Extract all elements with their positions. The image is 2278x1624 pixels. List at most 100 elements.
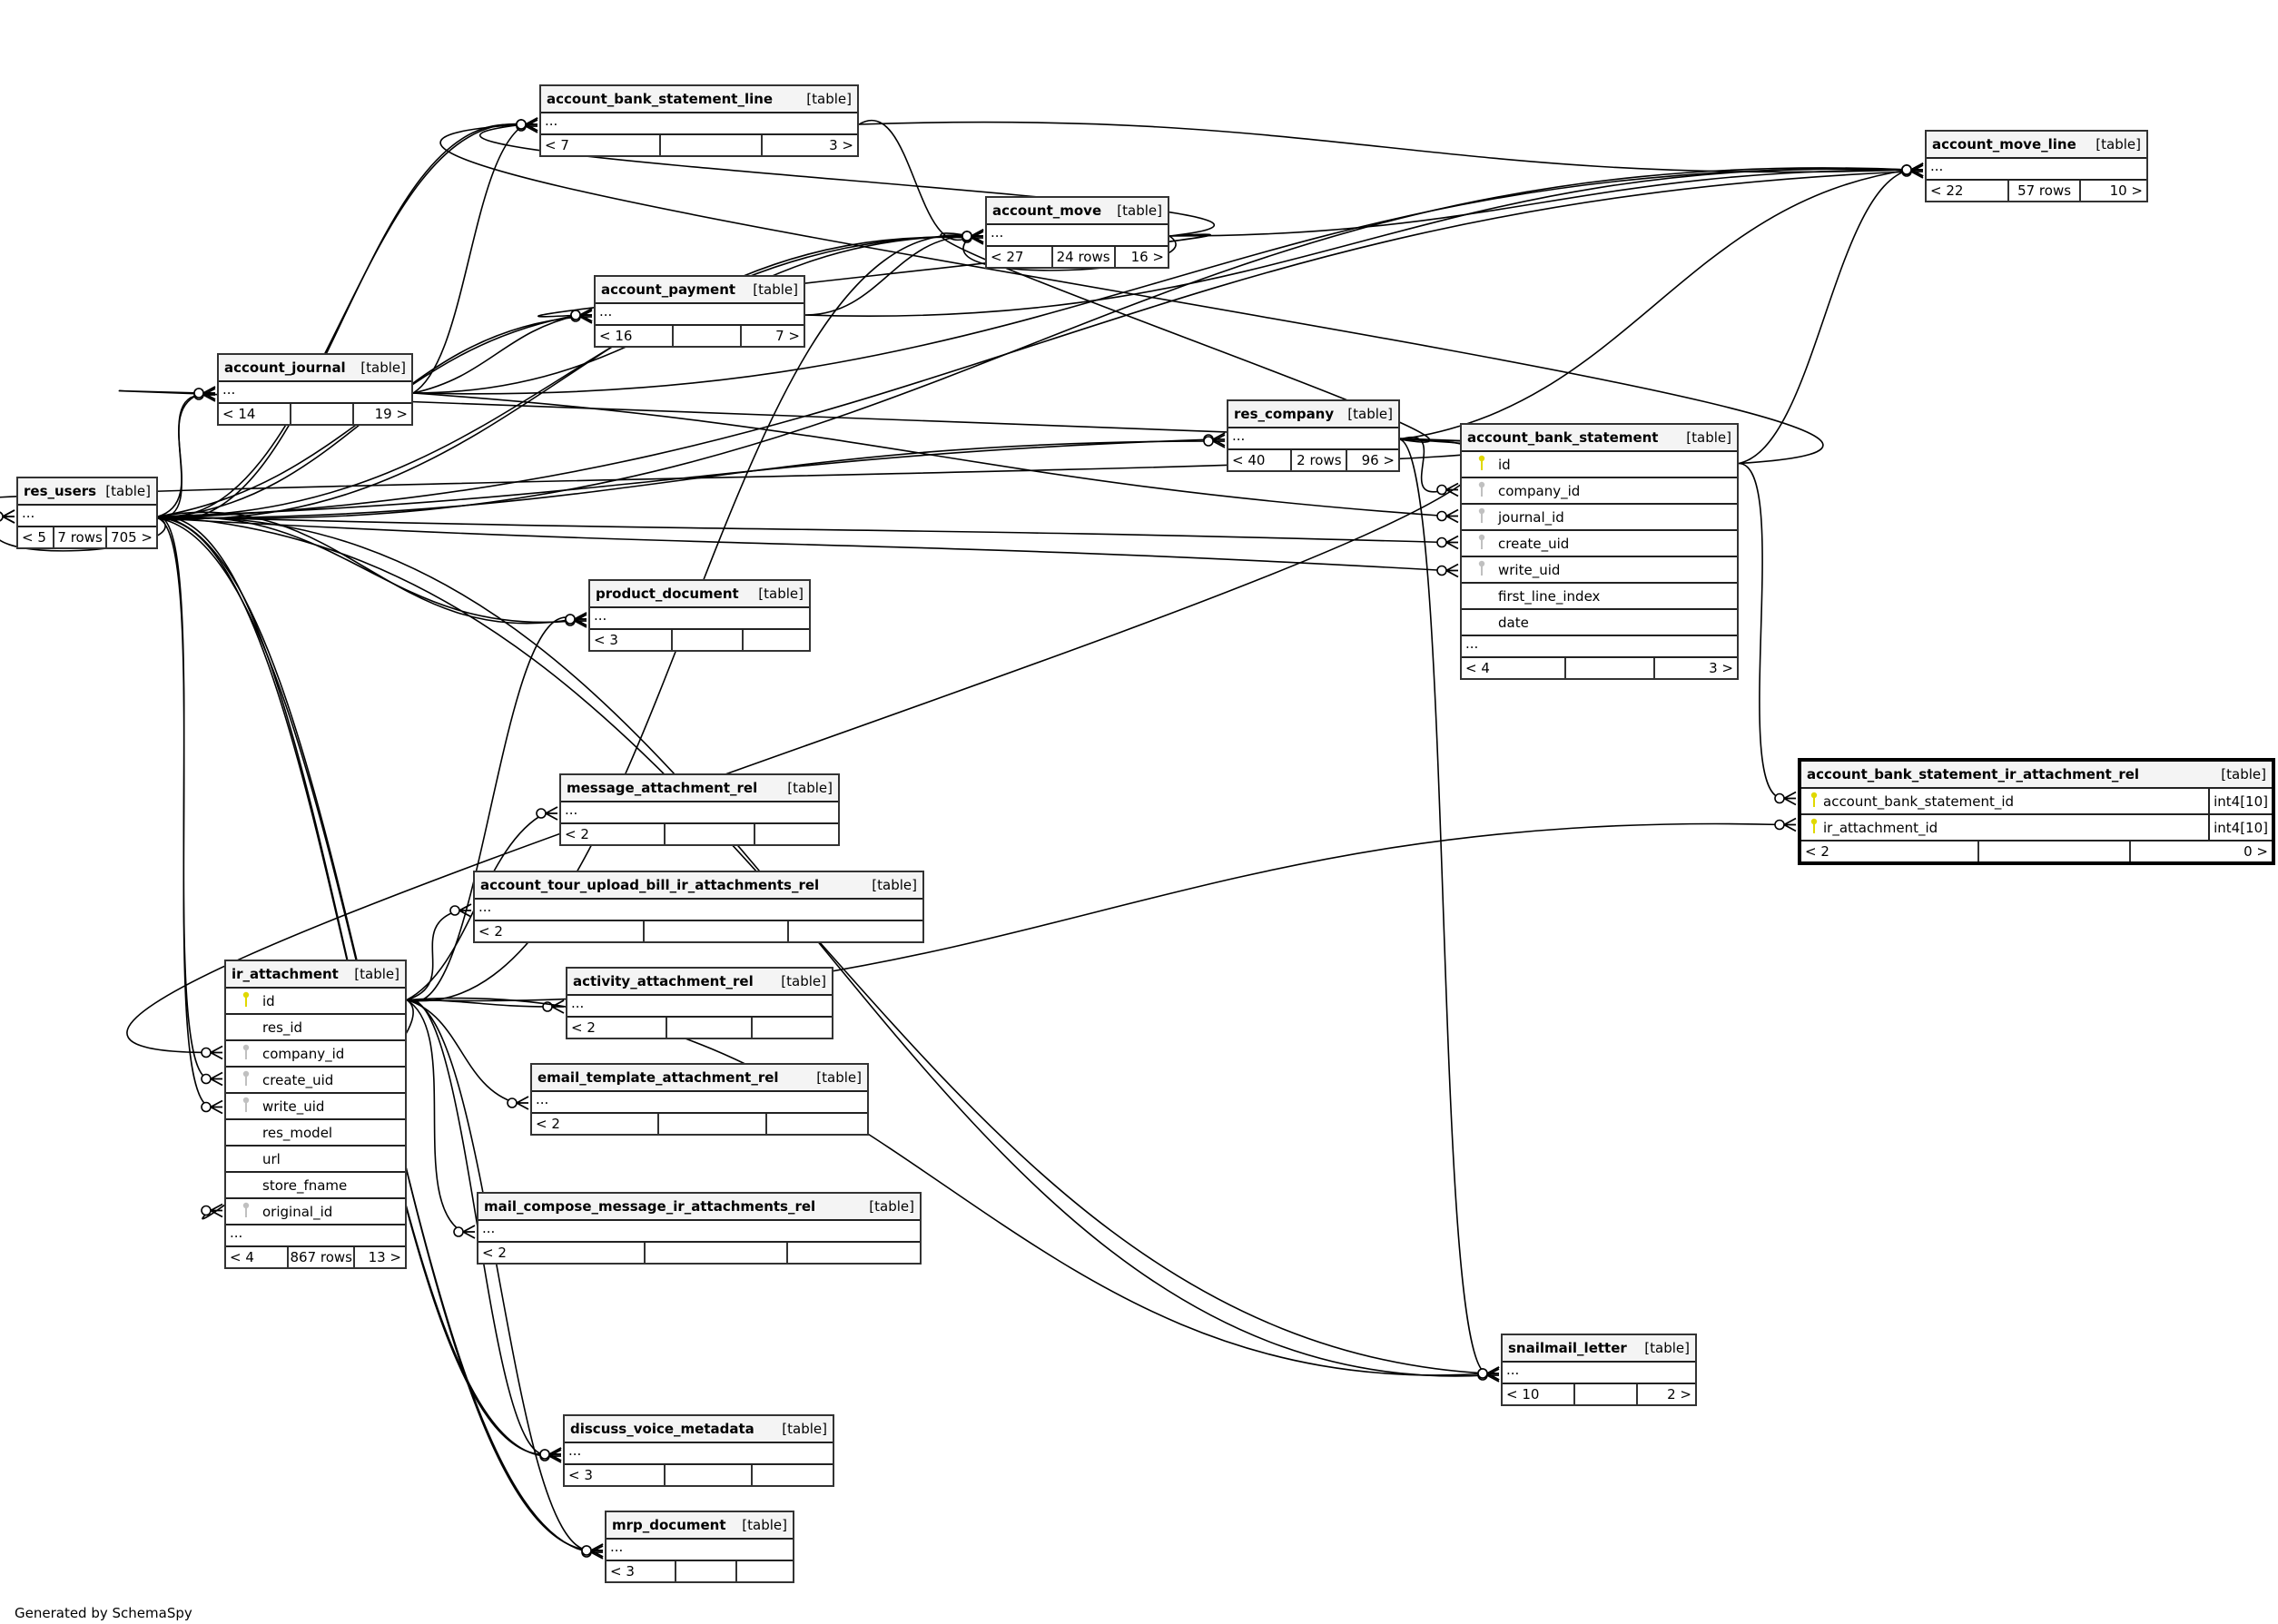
column-name[interactable]: id [262, 992, 275, 1009]
child-count-link[interactable]: 2 > [1635, 1384, 1695, 1404]
parent-count-link[interactable]: < 4 [1465, 660, 1490, 676]
column-row[interactable]: original_id [226, 1199, 405, 1225]
table-header[interactable]: res_company[table] [1228, 401, 1398, 428]
table-header[interactable]: snailmail_letter[table] [1503, 1335, 1695, 1363]
child-count-link[interactable] [751, 1018, 832, 1038]
table-name[interactable]: account_tour_upload_bill_ir_attachments_… [480, 877, 820, 893]
table-message-attachment-rel[interactable]: message_attachment_rel[table]...< 2 [559, 773, 840, 846]
column-row[interactable]: create_uid [226, 1068, 405, 1094]
table-name[interactable]: product_document [596, 586, 739, 602]
table-activity-attachment-rel[interactable]: activity_attachment_rel[table]...< 2 [566, 967, 833, 1039]
column-row[interactable]: res_id [226, 1015, 405, 1041]
child-count-link[interactable]: 3 > [761, 135, 857, 155]
column-row[interactable]: res_model [226, 1120, 405, 1147]
parent-count-link[interactable]: < 27 [991, 249, 1024, 265]
table-name[interactable]: message_attachment_rel [567, 780, 758, 796]
table-header[interactable]: account_move_line[table] [1927, 132, 2146, 159]
column-name[interactable]: ir_attachment_id [1823, 819, 1938, 836]
child-count-link[interactable]: 3 > [1652, 658, 1738, 678]
parent-count-link[interactable]: < 2 [478, 923, 503, 940]
table-name[interactable]: snailmail_letter [1508, 1340, 1627, 1356]
table-name[interactable]: activity_attachment_rel [573, 973, 754, 989]
parent-count-link[interactable]: < 14 [222, 406, 256, 422]
child-count-link[interactable]: 10 > [2078, 181, 2146, 201]
table-account-bank-statement-ir-attachment-rel[interactable]: account_bank_statement_ir_attachment_rel… [1798, 758, 2275, 865]
child-count-link[interactable]: 705 > [105, 527, 156, 547]
column-name[interactable]: write_uid [262, 1097, 325, 1115]
column-row[interactable]: company_id [1462, 478, 1737, 505]
parent-count-link[interactable]: < 3 [594, 632, 618, 648]
table-header[interactable]: account_bank_statement_line[table] [541, 86, 857, 113]
table-header[interactable]: mail_compose_message_ir_attachments_rel[… [478, 1194, 920, 1221]
column-name[interactable]: id [1498, 456, 1511, 473]
column-row[interactable]: first_line_index [1462, 584, 1737, 610]
table-name[interactable]: account_move [992, 202, 1102, 219]
parent-count-link[interactable]: < 10 [1506, 1386, 1540, 1403]
column-name[interactable]: create_uid [262, 1071, 334, 1088]
column-name[interactable]: write_uid [1498, 561, 1561, 578]
table-name[interactable]: discuss_voice_metadata [570, 1421, 754, 1437]
table-header[interactable]: message_attachment_rel[table] [561, 775, 838, 802]
child-count-link[interactable] [742, 630, 809, 650]
table-discuss-voice-metadata[interactable]: discuss_voice_metadata[table]...< 3 [563, 1414, 834, 1487]
child-count-link[interactable] [753, 824, 838, 844]
column-row[interactable]: write_uid [226, 1094, 405, 1120]
column-name[interactable]: res_model [262, 1124, 333, 1141]
column-row[interactable]: store_fname [226, 1173, 405, 1199]
column-name[interactable]: company_id [1498, 482, 1581, 499]
column-row[interactable]: date [1462, 610, 1737, 636]
parent-count-link[interactable]: < 4 [230, 1249, 254, 1265]
table-product-document[interactable]: product_document[table]...< 3 [588, 579, 811, 652]
child-count-link[interactable]: 0 > [2129, 842, 2272, 861]
column-name[interactable]: first_line_index [1498, 587, 1601, 605]
column-row[interactable]: create_uid [1462, 531, 1737, 557]
parent-count-link[interactable]: < 2 [536, 1116, 560, 1132]
table-name[interactable]: account_bank_statement [1467, 429, 1659, 446]
table-header[interactable]: account_move[table] [987, 198, 1168, 225]
column-name[interactable]: company_id [262, 1045, 345, 1062]
parent-count-link[interactable]: < 22 [1930, 182, 1964, 199]
table-header[interactable]: account_payment[table] [596, 277, 804, 304]
table-name[interactable]: email_template_attachment_rel [537, 1069, 779, 1086]
table-name[interactable]: res_company [1234, 406, 1335, 422]
child-count-link[interactable]: 16 > [1113, 247, 1168, 267]
table-header[interactable]: res_users[table] [18, 478, 156, 506]
table-name[interactable]: account_bank_statement_line [547, 91, 774, 107]
column-name[interactable]: date [1498, 614, 1529, 631]
parent-count-link[interactable]: < 7 [545, 137, 569, 153]
child-count-link[interactable]: 13 > [353, 1247, 405, 1267]
table-header[interactable]: account_tour_upload_bill_ir_attachments_… [475, 872, 922, 900]
child-count-link[interactable]: 19 > [351, 404, 411, 424]
table-header[interactable]: account_bank_statement_ir_attachment_rel… [1801, 762, 2272, 789]
child-count-link[interactable] [785, 1243, 920, 1263]
child-count-link[interactable] [735, 1561, 793, 1581]
column-name[interactable]: store_fname [262, 1176, 348, 1194]
column-name[interactable]: create_uid [1498, 535, 1570, 552]
parent-count-link[interactable]: < 5 [22, 529, 46, 546]
table-name[interactable]: ir_attachment [232, 966, 339, 982]
table-header[interactable]: discuss_voice_metadata[table] [565, 1416, 833, 1443]
column-name[interactable]: res_id [262, 1019, 303, 1036]
table-email-template-attachment-rel[interactable]: email_template_attachment_rel[table]...<… [530, 1063, 869, 1136]
column-row[interactable]: id [226, 989, 405, 1015]
parent-count-link[interactable]: < 2 [1805, 843, 1829, 860]
table-name[interactable]: account_payment [601, 281, 736, 298]
column-name[interactable]: original_id [262, 1203, 333, 1220]
table-name[interactable]: account_bank_statement_ir_attachment_rel [1807, 766, 2140, 782]
table-name[interactable]: mail_compose_message_ir_attachments_rel [484, 1198, 816, 1215]
column-row[interactable]: write_uid [1462, 557, 1737, 584]
table-header[interactable]: activity_attachment_rel[table] [567, 969, 832, 996]
parent-count-link[interactable]: < 3 [610, 1563, 635, 1580]
column-row[interactable]: journal_id [1462, 505, 1737, 531]
parent-count-link[interactable]: < 3 [568, 1467, 593, 1483]
